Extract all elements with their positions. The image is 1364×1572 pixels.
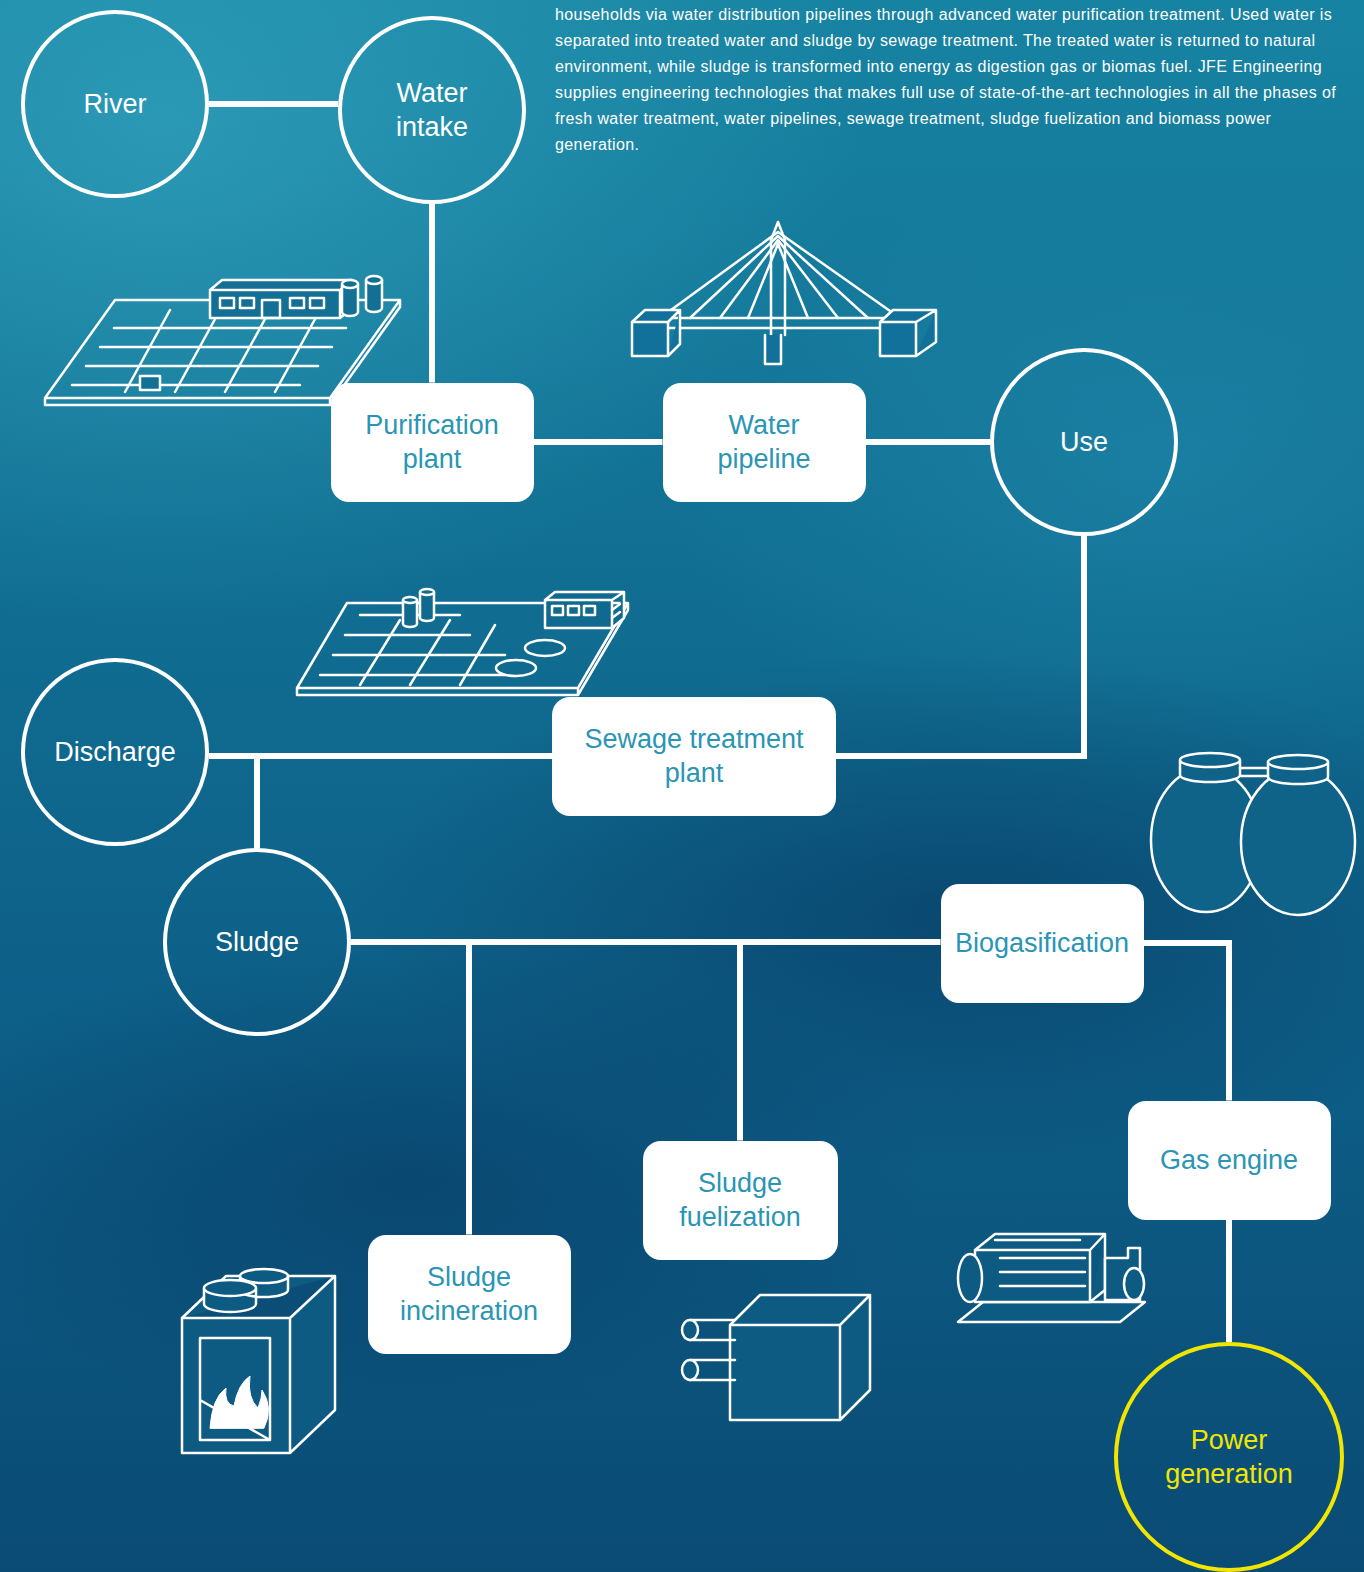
flow-connector bbox=[836, 536, 1084, 756]
node-text: Discharge bbox=[54, 735, 176, 769]
engine-body bbox=[975, 1234, 1105, 1302]
bridge-piers bbox=[632, 310, 936, 364]
stage-circle: Power generation bbox=[1114, 1342, 1344, 1572]
flow-connector bbox=[209, 101, 338, 107]
flow-connector bbox=[351, 942, 469, 1235]
bridge-deck bbox=[645, 318, 915, 328]
flow-connector bbox=[1226, 1220, 1232, 1343]
circle-ring bbox=[340, 18, 524, 202]
flow-connector bbox=[351, 939, 941, 945]
stack-top bbox=[240, 1269, 288, 1283]
process-box: Purification plant bbox=[331, 383, 534, 502]
flow-connector bbox=[257, 756, 552, 848]
tower-top bbox=[420, 589, 434, 595]
flow-connector bbox=[1144, 943, 1230, 1101]
circle-ring bbox=[992, 350, 1176, 534]
sewage-towers bbox=[403, 592, 434, 627]
clarifier-tank bbox=[525, 640, 565, 656]
node-text: Water pipeline bbox=[679, 408, 849, 477]
node-text: Power generation bbox=[1144, 1423, 1314, 1492]
circle-outline bbox=[338, 16, 526, 204]
plant-windows bbox=[220, 298, 324, 318]
node-text: Sewage treatment plant bbox=[569, 722, 819, 791]
incinerator-icon bbox=[182, 1269, 335, 1453]
incinerator-flame bbox=[210, 1376, 269, 1428]
sewage-basins bbox=[320, 615, 520, 685]
gas-holder-icon bbox=[1151, 753, 1355, 915]
sewage-plant-icon bbox=[297, 589, 628, 695]
node-text: Sludge incineration bbox=[384, 1260, 554, 1329]
node-text: River bbox=[83, 87, 146, 121]
circle-ring bbox=[23, 12, 207, 196]
stage-circle: Water intake bbox=[338, 16, 526, 204]
stage-circle: Discharge bbox=[21, 658, 209, 846]
roller-end bbox=[682, 1360, 698, 1380]
engine-top bbox=[995, 1240, 1085, 1286]
plant-building bbox=[210, 280, 352, 318]
circle-ring bbox=[1116, 1344, 1342, 1570]
roller-end bbox=[682, 1320, 698, 1340]
stage-circle: Sludge bbox=[163, 848, 351, 1036]
stage-circle: River bbox=[21, 10, 209, 198]
node-text: Sludge fuelization bbox=[660, 1166, 820, 1235]
sewage-windows bbox=[552, 604, 620, 618]
bridge-icon bbox=[632, 222, 936, 364]
node-text: Water intake bbox=[357, 76, 507, 145]
cap-top bbox=[1268, 755, 1328, 769]
circle-ring bbox=[165, 850, 349, 1034]
engine-cylinder bbox=[958, 1254, 982, 1302]
gas-holder bbox=[1241, 769, 1355, 915]
sewage-building bbox=[545, 592, 624, 628]
flow-connector bbox=[534, 439, 663, 445]
plant-basins bbox=[72, 310, 346, 392]
generator-end bbox=[1124, 1268, 1144, 1300]
dryer-icon bbox=[682, 1295, 870, 1420]
node-text: Purification plant bbox=[347, 408, 517, 477]
gas-engine-icon bbox=[958, 1234, 1145, 1322]
incinerator-chamber bbox=[200, 1338, 270, 1440]
tank-top bbox=[342, 280, 358, 288]
plant-small-house bbox=[140, 376, 160, 390]
description-text: households via water distribution pipeli… bbox=[555, 2, 1355, 158]
node-text: Biogasification bbox=[955, 926, 1129, 960]
node-text: Use bbox=[1060, 425, 1108, 459]
flow-connector bbox=[351, 942, 740, 1141]
node-text: Gas engine bbox=[1160, 1143, 1298, 1177]
process-box: Sludge fuelization bbox=[643, 1141, 838, 1260]
tank-top bbox=[366, 276, 382, 284]
tower-top bbox=[403, 597, 417, 603]
process-box: Water pipeline bbox=[663, 383, 866, 502]
process-box: Sewage treatment plant bbox=[552, 697, 836, 816]
node-text: Sludge bbox=[215, 925, 299, 959]
dryer-body bbox=[730, 1295, 870, 1420]
cap-top bbox=[1180, 753, 1240, 767]
process-box: Gas engine bbox=[1128, 1101, 1331, 1220]
circle-ring bbox=[23, 660, 207, 844]
gas-pipe bbox=[1240, 768, 1268, 776]
flow-connector bbox=[429, 204, 435, 383]
clarifier-tank bbox=[496, 660, 536, 676]
incinerator-body bbox=[182, 1276, 335, 1453]
process-box: Sludge incineration bbox=[368, 1235, 571, 1354]
plant-tanks bbox=[342, 280, 382, 316]
circle-outline bbox=[1114, 1342, 1344, 1572]
process-box: Biogasification bbox=[941, 884, 1144, 1003]
bridge-cables bbox=[660, 232, 900, 318]
stage-circle: Use bbox=[990, 348, 1178, 536]
flow-connector bbox=[866, 439, 991, 445]
engine-base bbox=[958, 1302, 1145, 1322]
